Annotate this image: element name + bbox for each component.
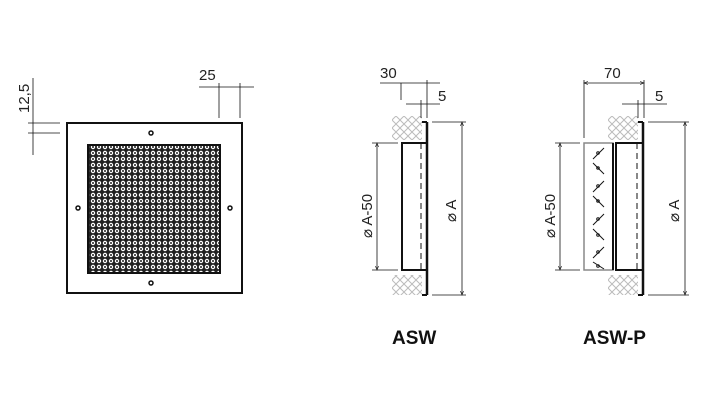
asw-p-dim-inner: ⌀ A-50 [542,194,559,238]
asw-dim-outer: ⌀ A [443,200,460,222]
asw-p-dim-outer: ⌀ A [666,200,683,222]
front-view [28,78,254,294]
grille-frame [66,122,243,294]
damper-blades [592,147,605,270]
dim-label-25: 25 [199,67,216,84]
asw-dim-plate: 5 [438,88,446,105]
dimension-12-5 [28,78,60,155]
dimension-25 [199,83,254,118]
wall-hatch-bottom [608,275,638,295]
asw-p-section [555,80,689,296]
wall-hatch-top [608,116,638,140]
dim-label-12-5: 12,5 [16,84,33,113]
perforated-panel [87,144,221,274]
screw-holes [75,130,233,286]
asw-dim-depth: 30 [380,65,397,82]
wall-hatch-top [392,116,422,140]
grille-body [615,142,644,271]
grille-body [401,142,428,271]
asw-p-label: ASW-P [583,328,646,349]
wall-hatch-bottom [392,275,422,295]
asw-p-dim-depth: 70 [604,65,621,82]
asw-p-dim-plate: 5 [655,88,663,105]
asw-section [372,80,466,296]
asw-label: ASW [392,328,436,349]
asw-dim-inner: ⌀ A-50 [359,194,376,238]
